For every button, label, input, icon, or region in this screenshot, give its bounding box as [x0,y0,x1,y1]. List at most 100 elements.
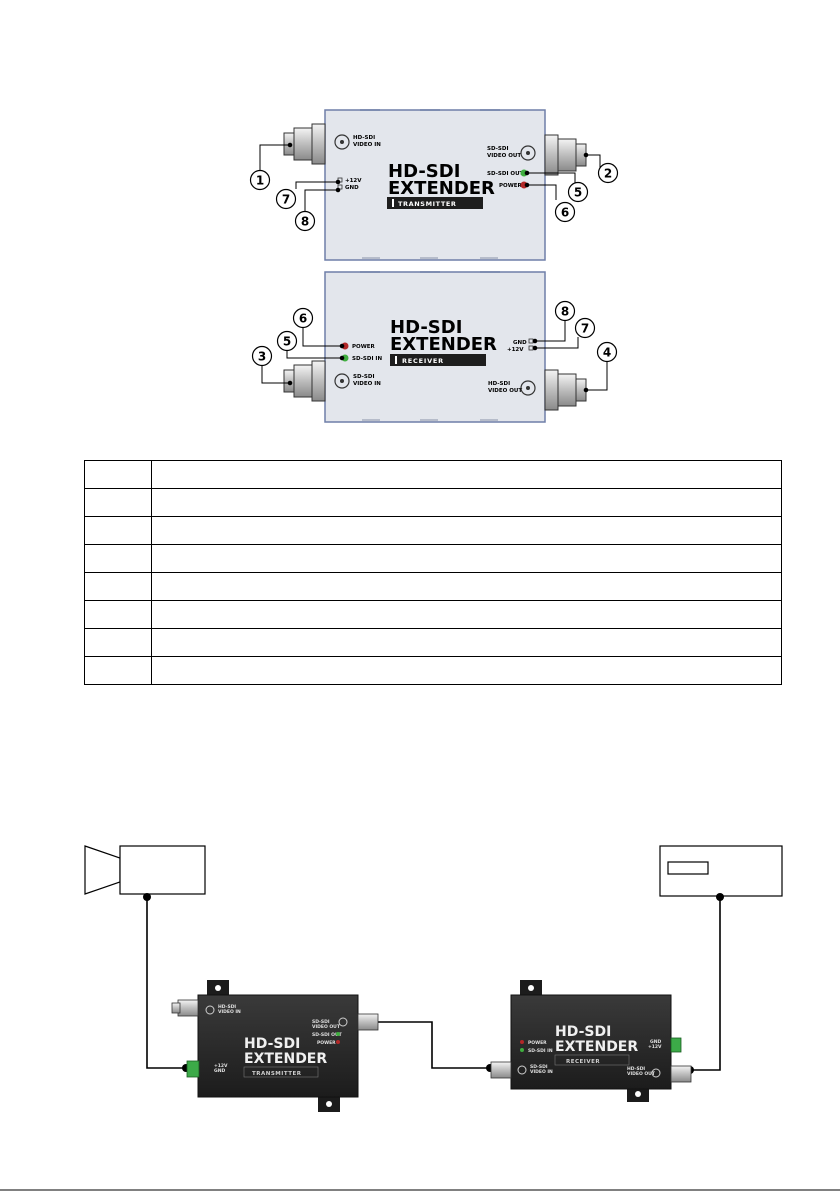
rx-bnc-out-connector [544,369,587,411]
callout-5: 5 [574,186,582,200]
rx-unit-pwr-label-2: +12V [648,1044,662,1050]
tx-unit-terminal [186,1060,200,1078]
tx-in-label-1: HD-SDI [353,135,375,141]
table-cell-number [84,544,152,573]
tx-unit-pwr-label-1: +12V [214,1063,228,1069]
rx-in-port-icon [334,373,350,389]
tx-unit-in-label-2: VIDEO IN [218,1009,241,1015]
tx-unit-led-label-1: SD-SDI OUT [312,1032,343,1038]
tx-out-label-2: VIDEO OUT [487,153,521,159]
tx-title-line1: HD-SDI [388,161,460,182]
rx-led-label-2: SD-SDI IN [352,356,382,362]
rx-unit-out-label-1: HD-SDI [627,1066,645,1072]
rx-out-label-1: HD-SDI [488,381,510,387]
tx-badge-label: TRANSMITTER [398,200,457,208]
tx-unit-led-label-2: POWER [317,1040,336,1046]
table-row [84,516,782,545]
monitor-icon [659,845,783,897]
table-cell-description [151,488,782,517]
tx-title-line2: EXTENDER [388,178,495,199]
rx-badge [390,354,486,366]
tx-callout-circles: 1 7 8 2 5 6 [249,162,619,232]
tx-unit-title-line2: EXTENDER [244,1051,327,1067]
rx-title-line2: EXTENDER [390,334,497,355]
rx-out-label-2: VIDEO OUT [488,388,522,394]
rx-in-label-2: VIDEO IN [353,381,381,387]
callout-8: 8 [301,215,309,229]
tx-callouts [259,142,601,212]
tx-bnc-out-connector [544,134,587,176]
rx-out-port-icon [520,380,536,396]
rx-led-label-1: POWER [352,344,376,350]
table-row [84,656,782,685]
table-row [84,572,782,601]
table-cell-number [84,516,152,545]
callout-8-rx: 8 [561,305,569,319]
table-cell-description [151,460,782,489]
table-cell-description [151,544,782,573]
callout-7: 7 [282,193,290,207]
rx-in-label-1: SD-SDI [353,374,374,380]
table-cell-number [84,656,152,685]
rx-callouts [261,320,608,393]
tx-in-port-icon [334,134,350,150]
table-row [84,460,782,489]
tx-unit-out-label-1: SD-SDI [312,1019,330,1025]
tx-pwr-label-1: +12V [345,178,362,184]
rx-title-line1: HD-SDI [390,317,462,338]
camera-icon [84,845,206,895]
tx-unit: HD-SDI VIDEO IN +12V GND HD-SDI EXTENDER… [171,980,379,1112]
tx-unit-out-label-2: VIDEO OUT [312,1024,341,1030]
tx-led-label-1: SD-SDI OUT [487,171,524,177]
table-row [84,628,782,657]
table-row [84,600,782,629]
rx-unit-led-label-1: POWER [528,1040,547,1046]
tx-in-label-2: VIDEO IN [353,142,381,148]
table-cell-description [151,572,782,601]
table-cell-description [151,628,782,657]
tx-bnc-in-connector [283,123,326,165]
rx-unit-in-label-2: VIDEO IN [530,1069,553,1075]
rx-unit-terminal [670,1037,682,1053]
table-cell-number [84,600,152,629]
table-cell-description [151,656,782,685]
tx-pwr-label-2: GND [345,185,359,191]
parts-table [84,460,782,685]
callout-5-rx: 5 [283,335,291,349]
callout-2: 2 [604,167,612,181]
receiver-panel: HD-SDI EXTENDER RECEIVER POWER SD-SDI IN… [283,271,587,423]
callout-6: 6 [561,206,569,220]
tx-out-label-1: SD-SDI [487,146,508,152]
table-cell-number [84,488,152,517]
rx-unit-title-line2: EXTENDER [555,1039,638,1055]
connection-cables [146,897,721,1071]
callout-6-rx: 6 [299,312,307,326]
tx-led-label-2: POWER [499,183,523,189]
tx-unit-pwr-label-2: GND [214,1068,225,1074]
callout-4: 4 [603,346,611,360]
rx-unit-led-label-2: SD-SDI IN [528,1048,553,1054]
table-cell-number [84,572,152,601]
rx-badge-label: RECEIVER [402,357,444,365]
table-row [84,544,782,573]
rx-callout-circles: 6 5 3 8 7 4 [251,300,618,367]
tx-badge [387,197,483,209]
table-cell-number [84,460,152,489]
callout-3: 3 [258,350,266,364]
table-cell-number [84,628,152,657]
table-cell-description [151,600,782,629]
table-row [84,488,782,517]
tx-unit-title-line1: HD-SDI [244,1036,300,1052]
transmitter-panel: HD-SDI VIDEO IN HD-SDI EXTENDER TRANSMIT… [283,109,587,261]
callout-1: 1 [256,174,264,188]
rx-pwr-label-2: +12V [507,347,524,353]
rx-unit-title-line1: HD-SDI [555,1024,611,1040]
rx-unit: HD-SDI EXTENDER RECEIVER POWER SD-SDI IN… [490,980,692,1102]
rx-pwr-label-1: GND [513,340,527,346]
rx-unit-out-label-2: VIDEO OUT [627,1071,656,1077]
callout-7-rx: 7 [581,322,589,336]
tx-out-port-icon [520,145,536,161]
tx-unit-in-label-1: HD-SDI [218,1004,236,1010]
rx-unit-pwr-label-1: GND [650,1039,661,1045]
